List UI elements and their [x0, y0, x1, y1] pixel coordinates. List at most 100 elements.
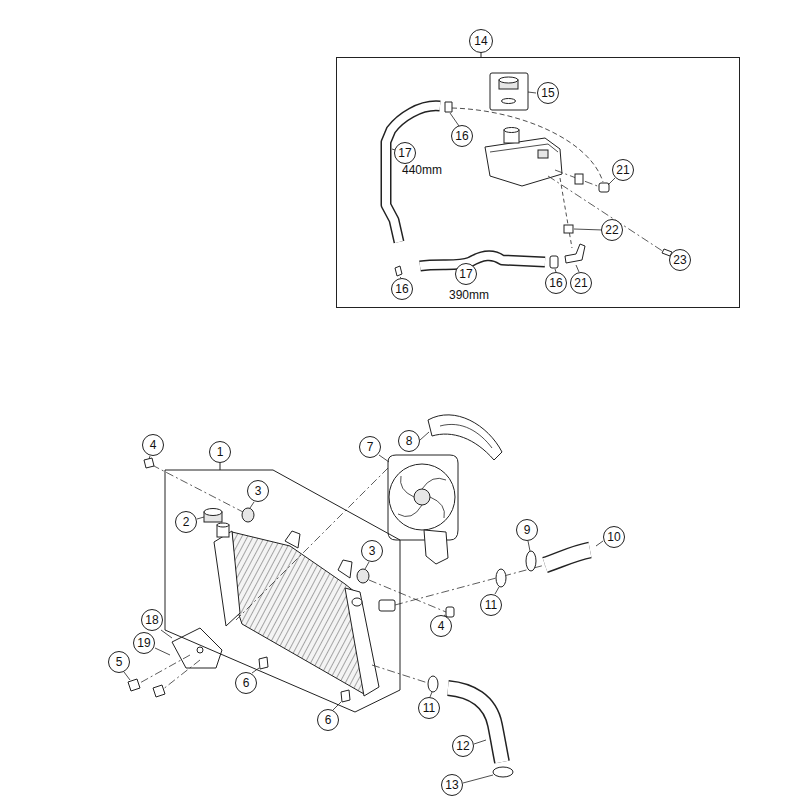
grommets-and-screws	[250, 502, 254, 508]
radiator-screws	[252, 657, 350, 710]
lower-hose	[493, 767, 513, 777]
callout-number: 21	[574, 277, 587, 289]
lower-hose	[448, 688, 502, 762]
callout-circle: 10	[603, 526, 625, 548]
fan	[236, 468, 388, 620]
callout-number: 16	[395, 283, 408, 295]
bracket	[197, 647, 203, 653]
callout-number: 3	[369, 545, 376, 557]
frame-outline	[155, 440, 405, 720]
fittings	[564, 225, 573, 233]
callout-circle: 13	[441, 774, 463, 796]
upper-hose	[395, 565, 545, 605]
dimension-label: 440mm	[401, 164, 443, 177]
expansion-tank	[504, 128, 519, 133]
fittings	[575, 174, 583, 184]
callout-circle: 3	[247, 480, 269, 502]
fittings	[548, 176, 664, 252]
fan-cover	[420, 415, 502, 460]
hose-390	[576, 265, 579, 272]
group-frame	[337, 58, 740, 308]
grommets-and-screws	[357, 569, 369, 583]
grommets-and-screws	[446, 607, 454, 617]
callout-number: 17	[459, 268, 472, 280]
callout-number: 2	[183, 516, 190, 528]
callout-circle: 21	[612, 159, 634, 181]
lower-hose	[463, 775, 493, 783]
grommets-and-screws	[365, 562, 369, 569]
frame-leader	[220, 463, 221, 470]
fan	[398, 476, 446, 518]
fittings	[555, 170, 600, 187]
bracket	[124, 628, 222, 697]
fittings	[574, 229, 603, 230]
callout-number: 4	[438, 620, 445, 632]
cap-box	[490, 73, 536, 110]
callout-circle: 4	[142, 434, 164, 456]
callout-circle: 12	[452, 735, 474, 757]
callout-number: 6	[243, 677, 250, 689]
grommets-and-screws	[369, 580, 446, 612]
radiator	[285, 531, 300, 548]
group-frame	[165, 470, 400, 712]
dimension-label: 390mm	[448, 289, 490, 302]
callout-circle: 17	[394, 142, 416, 164]
callout-circle: 4	[430, 615, 452, 637]
upper-hose	[596, 541, 603, 546]
callout-circle: 16	[545, 272, 567, 294]
callout-number: 9	[524, 524, 531, 536]
callout-number: 7	[367, 441, 374, 453]
bracket	[124, 672, 130, 680]
hose-390	[420, 256, 545, 266]
callout-number: 16	[549, 277, 562, 289]
fan	[389, 464, 455, 530]
callout-number: 16	[455, 130, 468, 142]
grommets-and-screws	[152, 465, 243, 512]
grommets-and-screws	[144, 458, 154, 468]
callout-number: 14	[469, 29, 493, 53]
radiator	[379, 600, 395, 611]
fan-cover	[420, 432, 429, 440]
callout-number: 10	[607, 531, 620, 543]
callout-number: 13	[445, 779, 458, 791]
callout-circle: 3	[361, 540, 383, 562]
bracket	[155, 648, 170, 655]
fan-cover	[440, 424, 492, 448]
vent-tube	[450, 113, 459, 126]
radiator	[214, 531, 240, 626]
callout-circle: 6	[317, 709, 339, 731]
callout-circle: 23	[669, 249, 691, 271]
callout-circle: 19	[133, 632, 155, 654]
vent-tube	[445, 102, 603, 182]
callout-number: 19	[137, 637, 150, 649]
callout-circle: 15	[537, 82, 559, 104]
callout-number: 15	[541, 87, 554, 99]
cap-box	[502, 99, 516, 104]
callout-circle: 21	[570, 272, 592, 294]
bracket	[161, 630, 172, 638]
bracket	[162, 660, 200, 690]
fittings	[608, 178, 615, 185]
callout-circle: 6	[235, 672, 257, 694]
callout-number: 6	[325, 714, 332, 726]
upper-hose	[545, 550, 590, 565]
radiator	[217, 523, 229, 527]
vent-tube	[445, 102, 452, 112]
expansion-tank	[485, 138, 562, 186]
upper-hose	[495, 587, 499, 594]
upper-hose	[496, 569, 506, 587]
callout-circle: 9	[516, 519, 538, 541]
callout-number: 4	[150, 439, 157, 451]
callout-circle: 17	[455, 263, 477, 285]
fan	[379, 455, 389, 462]
callout-number: 22	[605, 224, 618, 236]
upper-hose	[526, 551, 536, 571]
fan	[414, 489, 430, 505]
radiator-screws	[259, 657, 268, 669]
fittings	[599, 183, 609, 192]
callout-number: 12	[456, 740, 469, 752]
vent-tube	[452, 108, 603, 182]
cap-box	[528, 92, 536, 93]
radiator-cap	[197, 517, 204, 519]
